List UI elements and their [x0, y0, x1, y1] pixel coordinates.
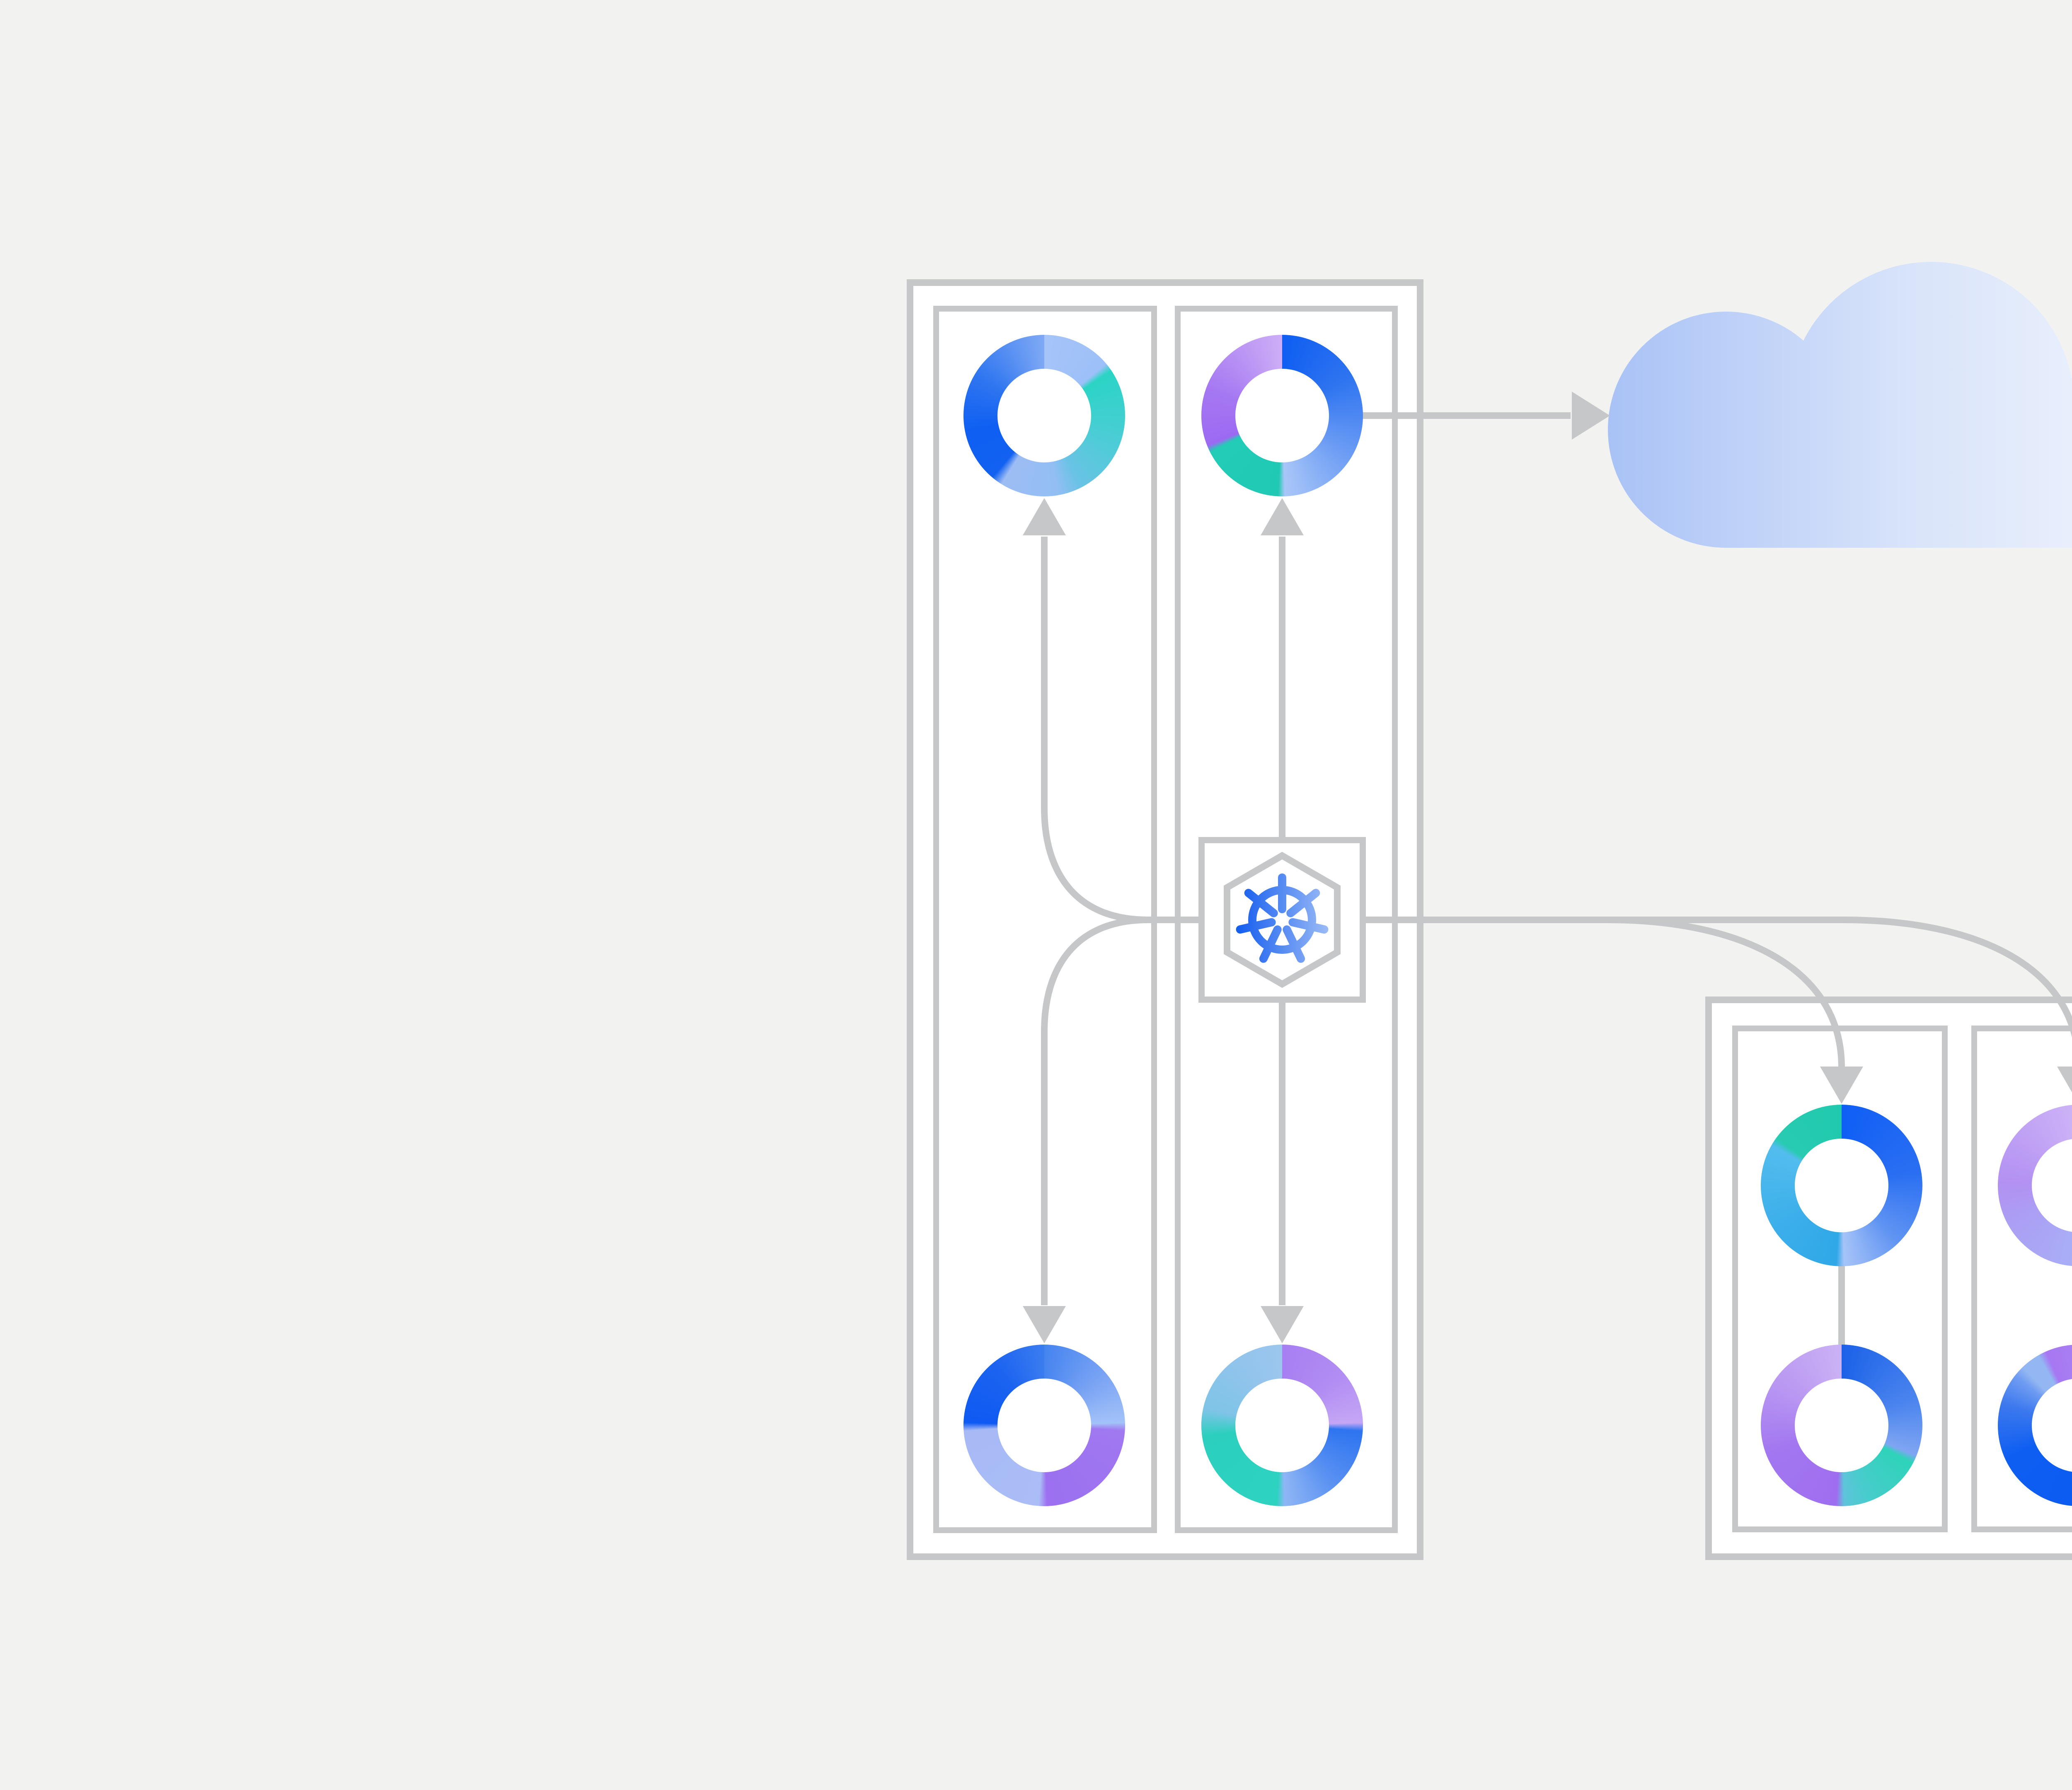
- pod-donut-right-col1-bottom: [1761, 1345, 1922, 1506]
- pod-donut-left-col1-bottom: [963, 1345, 1125, 1506]
- wheel-hub-icon: [1278, 916, 1286, 924]
- helm-wheel-icon: [1236, 873, 1329, 963]
- pod-donut-left-col1-top: [963, 335, 1125, 496]
- pod-donut-left-col2-bottom: [1201, 1345, 1363, 1506]
- cloud-icon: [1608, 262, 2072, 548]
- control-plane-box: [1198, 837, 1366, 1003]
- pod-donut-right-col1-top: [1761, 1105, 1922, 1266]
- kubernetes-icon: [1224, 851, 1341, 988]
- arrowhead-cloud-icon: [1572, 392, 1610, 440]
- pod-donut-left-col2-top: [1201, 335, 1363, 496]
